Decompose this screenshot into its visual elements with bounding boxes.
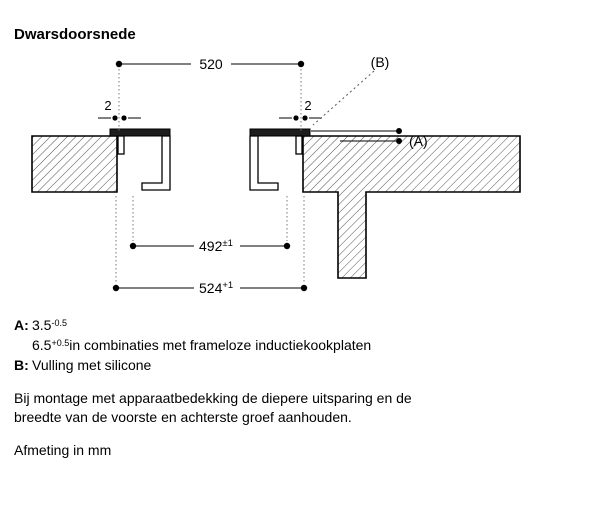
dimension-gap-right-label: 2 (304, 98, 311, 113)
note-b: B:Vulling met silicone (14, 356, 371, 374)
dimension-492: 492±1 (129, 196, 291, 254)
note-a-label: A: (14, 317, 29, 333)
dimension-524: 524+1 (112, 196, 308, 296)
label-b: (B) (312, 54, 390, 126)
cooktop-edge-right (249, 128, 311, 137)
dimension-gap-left: 2 (98, 98, 141, 121)
groove-right (295, 135, 303, 155)
label-a-text: (A) (409, 133, 428, 149)
dimension-gap-right: 2 (279, 98, 322, 121)
note-b-label: B: (14, 357, 29, 373)
unit-note: Afmeting in mm (14, 442, 112, 458)
worktop-right-section (302, 135, 521, 279)
note-a: A:3.5-0.5 (14, 316, 371, 336)
mounting-profile-left (141, 135, 171, 191)
note-a-value: 3.5 (32, 317, 52, 333)
dimension-520-label: 520 (199, 56, 223, 72)
legend: A:3.5-0.5 6.5+0.5in combinaties met fram… (14, 316, 371, 374)
label-a: (A) (311, 128, 428, 149)
dimension-gap-left-label: 2 (104, 98, 111, 113)
note-b-text: Vulling met silicone (32, 357, 152, 373)
cross-section-diagram: 520 2 2 (B) (A) (31, 54, 521, 296)
note-a-tolerance: -0.5 (51, 318, 67, 328)
note-a-alt-value: 6.5 (32, 337, 52, 353)
note-a-alt-text: in combinaties met frameloze inductiekoo… (69, 337, 372, 353)
label-b-text: (B) (371, 54, 390, 70)
dimension-520: 520 (115, 56, 305, 133)
cooktop-edge-left (109, 128, 171, 137)
note-a-alt: 6.5+0.5in combinaties met frameloze indu… (32, 336, 371, 356)
groove-left (117, 135, 125, 155)
worktop-left-section (31, 135, 118, 193)
page-title: Dwarsdoorsnede (14, 26, 136, 43)
mounting-note: Bij montage met apparaatbedekking de die… (14, 390, 412, 425)
dimension-492-label: 492±1 (199, 238, 233, 254)
dimension-524-label: 524+1 (199, 280, 233, 296)
mounting-profile-right (249, 135, 279, 191)
note-a-alt-tolerance: +0.5 (51, 338, 70, 348)
